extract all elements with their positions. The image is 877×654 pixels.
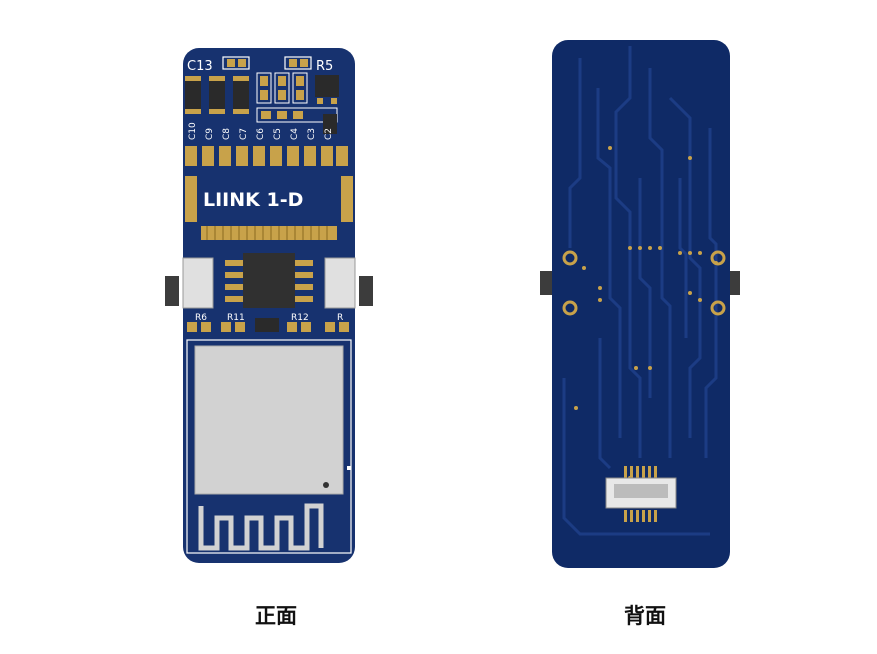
- resistor-cluster: [256, 72, 339, 134]
- label-r11: R11: [227, 313, 245, 323]
- pin1-marker: [323, 482, 329, 488]
- back-pcb-render: [540, 40, 740, 568]
- label-c13: C13: [187, 59, 213, 74]
- board-logo: LIINK 1-D: [203, 189, 303, 211]
- bottom-resistor-row: [187, 318, 349, 332]
- svg-text:C9: C9: [205, 128, 215, 140]
- svg-text:C7: C7: [239, 128, 249, 140]
- side-button-left: [165, 276, 179, 306]
- fpc-connector: [605, 466, 677, 522]
- label-r: R: [337, 313, 343, 323]
- gold-finger-strip: [201, 226, 337, 240]
- back-side-button-left: [540, 271, 554, 295]
- front-board: C13 R5 C10 C9 C8: [165, 48, 375, 567]
- switch-left: [182, 257, 214, 309]
- svg-text:C2: C2: [324, 128, 334, 140]
- diode-group: [185, 76, 249, 114]
- back-board: [540, 38, 740, 574]
- cap-label-row: C10 C9 C8 C7 C6 C5 C4 C3 C2: [188, 122, 334, 140]
- svg-text:C4: C4: [290, 128, 300, 140]
- svg-text:C6: C6: [256, 128, 266, 140]
- back-traces: [562, 46, 718, 536]
- svg-text:C8: C8: [222, 128, 232, 140]
- main-ic: [225, 253, 313, 308]
- back-pcb-body: [552, 40, 730, 568]
- svg-text:C10: C10: [188, 122, 198, 140]
- pcb-antenna: [198, 503, 324, 551]
- wifi-module-shield: [194, 345, 344, 495]
- back-vias: [574, 146, 718, 480]
- label-r12: R12: [291, 313, 309, 323]
- side-button-right: [359, 276, 373, 306]
- label-r6: R6: [195, 313, 207, 323]
- switch-right: [324, 257, 356, 309]
- front-pcb-render: C13 R5 C10 C9 C8: [165, 48, 373, 563]
- label-r5: R5: [316, 59, 333, 74]
- back-caption: 背面: [624, 604, 666, 628]
- svg-text:C3: C3: [307, 128, 317, 140]
- back-side-button-right: [728, 271, 740, 295]
- svg-text:C5: C5: [273, 128, 283, 140]
- front-caption: 正面: [255, 604, 297, 628]
- capacitor-row: [185, 146, 348, 166]
